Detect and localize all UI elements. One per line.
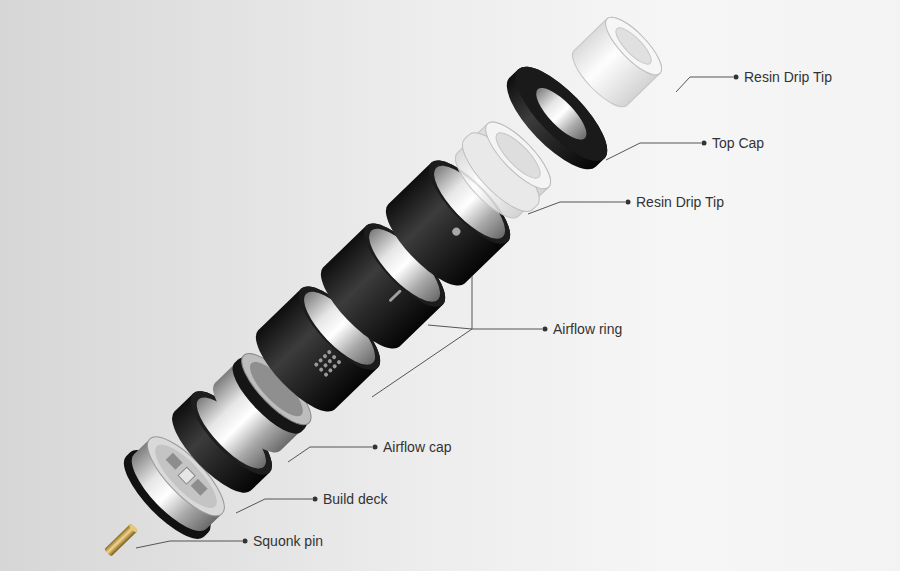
part-label: Squonk pin	[253, 533, 323, 550]
leader-lines	[136, 77, 733, 548]
resin-drip-tip	[565, 10, 670, 115]
part-label: Airflow cap	[383, 439, 451, 456]
part-label: Top Cap	[712, 135, 764, 152]
part-label: Build deck	[323, 491, 388, 508]
squonk-pin	[104, 523, 138, 557]
part-label: Resin Drip Tip	[636, 194, 724, 211]
part-label: Resin Drip Tip	[744, 69, 832, 86]
part-label: Airflow ring	[553, 321, 622, 338]
leader-dots	[243, 75, 739, 544]
